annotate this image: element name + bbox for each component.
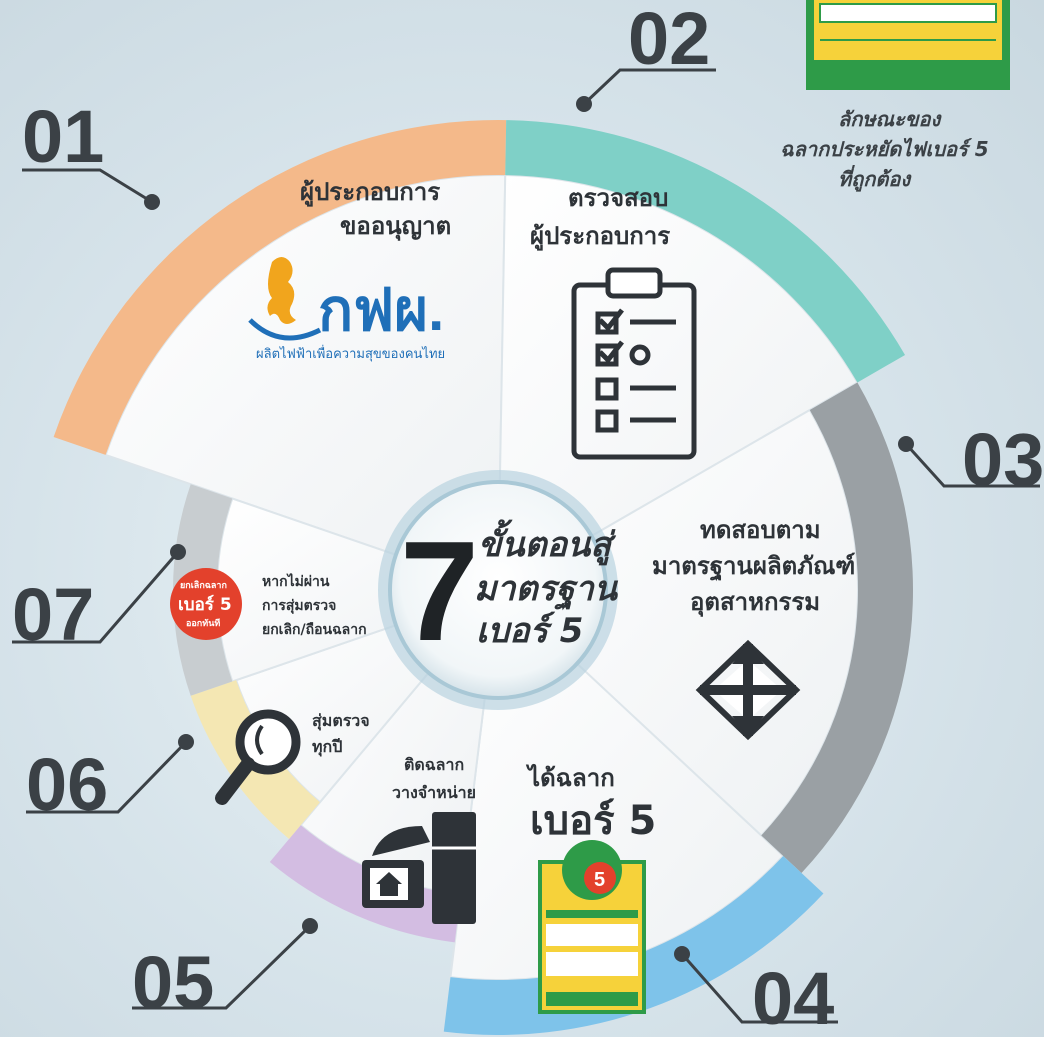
step-07-label-line-2: การสุ่มตรวจ (262, 598, 336, 614)
step-06-label-line-2: ทุกปี (312, 737, 342, 757)
step-02-label-line-1: ตรวจสอบ (568, 184, 668, 212)
step-01-number: 01 (22, 95, 104, 178)
step-07-label-line-1: หากไม่ผ่าน (262, 572, 330, 590)
badge-line-1: ยกเลิกฉลาก (180, 580, 227, 591)
step-01-label-line-1: ผู้ประกอบการ (300, 178, 440, 207)
step-03-label-line-3: อุตสาหกรรม (690, 588, 820, 618)
step-03-dot (898, 436, 914, 452)
step-06-leader-line (26, 740, 188, 814)
clipboard-checklist-icon (571, 267, 697, 460)
label-note-line-3: ที่ถูกต้อง (838, 165, 912, 192)
center-number: 7 (400, 512, 479, 671)
appliances-icon (362, 812, 476, 924)
step-01: 01 ผู้ประกอบการ ขออนุญาต กฟผ. ผลิตไฟฟ้าเ… (22, 95, 451, 362)
tisi-logo-icon (695, 639, 801, 741)
cancel-badge-icon: ยกเลิกฉลาก เบอร์ 5 ออกทันที (170, 568, 242, 640)
step-03-label-line-1: ทดสอบตาม (700, 516, 821, 544)
step-03-leader-line (904, 442, 1040, 488)
energy-label-icon: 5 (538, 840, 646, 1014)
step-05-number: 05 (132, 941, 214, 1024)
center-line-2: มาตรฐาน (474, 569, 619, 611)
step-07-dot (170, 544, 186, 560)
step-01-dot (144, 194, 160, 210)
step-07-label-line-3: ยกเลิก/ถือนฉลาก (262, 622, 367, 638)
step-04-dot (674, 946, 690, 962)
label-note-line-1: ลักษณะของ (838, 107, 943, 131)
step-03: 03 ทดสอบตาม มาตรฐานผลิตภัณฑ์ อุตสาหกรรม (652, 418, 1044, 741)
step-02-leader-line (582, 68, 716, 106)
step-01-label-line-2: ขออนุญาต (340, 212, 451, 242)
step-01-rim (53, 119, 507, 455)
step-05: 05 ติดฉลาก วางจำหน่าย (132, 755, 476, 1024)
step-02-number: 02 (628, 0, 710, 80)
center-line-3: เบอร์ 5 (476, 611, 583, 651)
step-05-label-line-1: ติดฉลาก (404, 755, 464, 774)
step-02-dot (576, 96, 592, 112)
step-02: 02 ตรวจสอบ ผู้ประกอบการ (530, 0, 716, 460)
step-03-number: 03 (962, 418, 1044, 501)
step-03-rim (761, 382, 913, 874)
step-07-leader-line (12, 551, 180, 644)
step-05-dot (302, 918, 318, 934)
step-06: 06 สุ่มตรวจ ทุกปี (26, 709, 370, 826)
step-06-label-line-1: สุ่มตรวจ (312, 711, 370, 731)
step-06-number: 06 (26, 743, 108, 826)
center-line-1: ขั้นตอนสู่ (478, 519, 616, 566)
egat-logo-icon: กฟผ. ผลิตไฟฟ้าเพื่อความสุขของคนไทย (248, 257, 445, 362)
step-04-number: 04 (752, 957, 834, 1037)
step-01-leader-line (22, 168, 153, 204)
step-05-label-line-2: วางจำหน่าย (392, 783, 476, 802)
step-05-leader-line (132, 924, 312, 1010)
badge-line-3: ออกทันที (186, 618, 220, 629)
center-hub: 7 ขั้นตอนสู่ มาตรฐาน เบอร์ 5 (378, 470, 619, 710)
egat-slogan: ผลิตไฟฟ้าเพื่อความสุขของคนไทย (256, 345, 445, 362)
label-note-line-2: ฉลากประหยัดไฟเบอร์ 5 (780, 137, 989, 161)
step-04-label-line-1: ได้ฉลาก (525, 763, 615, 792)
step-02-rim (505, 120, 906, 383)
step-06-dot (178, 734, 194, 750)
step-07-number: 07 (12, 573, 94, 656)
step-04: 04 ได้ฉลาก เบอร์ 5 5 (525, 763, 838, 1037)
egat-logo-text: กฟผ. (318, 278, 444, 343)
step-04-leader-line (680, 953, 838, 1024)
step-02-label-line-2: ผู้ประกอบการ (530, 222, 670, 251)
step-07: 07 ยกเลิกฉลาก เบอร์ 5 ออกทันที หากไม่ผ่า… (12, 544, 367, 656)
step-03-label-line-2: มาตรฐานผลิตภัณฑ์ (652, 552, 855, 582)
svg-text:5: 5 (594, 869, 605, 891)
step-04-label-line-2: เบอร์ 5 (530, 798, 656, 844)
label-example: ลักษณะของ ฉลากประหยัดไฟเบอร์ 5 ที่ถูกต้อ… (780, 0, 1010, 192)
badge-line-2: เบอร์ 5 (178, 594, 232, 615)
magnifier-icon (215, 709, 301, 805)
